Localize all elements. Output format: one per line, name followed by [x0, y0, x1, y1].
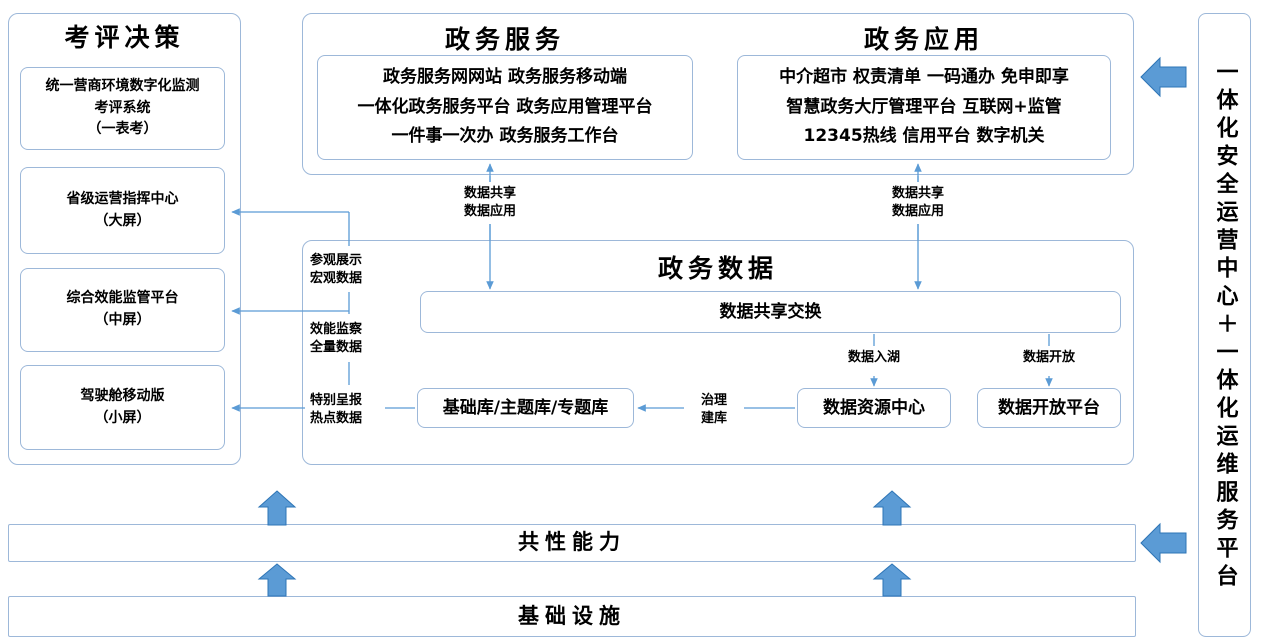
resource-center-box[interactable]: 数据资源中心 [797, 388, 951, 428]
trunk-mask-b [305, 315, 395, 361]
data-exchange-label: 数据共享交换 [719, 301, 822, 322]
gov-app-title: 政务应用 [863, 25, 984, 54]
trunk-mask-d [438, 182, 542, 224]
block-arrow-left-bottom [1140, 522, 1187, 564]
block-arrow-up-left-1 [257, 490, 297, 526]
trunk-mask-g [834, 346, 914, 376]
resource-center-label: 数据资源中心 [823, 397, 925, 418]
left-item-2-label: 综合效能监管平台 （中屏） [66, 290, 179, 328]
trunk-mask-f [684, 388, 744, 428]
edge-label-visit-macro-fg: 参观展示 宏观数据 [310, 253, 363, 286]
infrastructure-label: 基础设施 [518, 603, 626, 628]
open-platform-label: 数据开放平台 [998, 397, 1100, 418]
trunk-mask-a [305, 246, 395, 292]
left-item-1-label: 省级运营指挥中心 （大屏） [66, 190, 179, 229]
gov-service-line-1: 一体化政务服务平台 政务应用管理平台 [357, 96, 653, 117]
gov-app-lines: 中介超市 权责清单 一码通办 免申即享 智慧政务大厅管理平台 互联网+监管 12… [779, 63, 1069, 152]
edge-label-share-apply-right-fg: 数据共享 数据应用 [891, 186, 944, 219]
block-arrow-up-right-2 [872, 563, 912, 597]
left-item-0-label: 统一营商环境数字化监测 考评系统 （一表考） [45, 77, 200, 138]
gov-service-lines: 政务服务网网站 政务服务移动端 一体化政务服务平台 政务应用管理平台 一件事一次… [358, 63, 653, 152]
library-label: 基础库/主题库/专题库 [442, 397, 609, 418]
edge-label-special-hot-fg: 特别呈报 热点数据 [310, 393, 363, 426]
trunk-mask-e [866, 182, 970, 224]
edge-label-efficiency-full-fg: 效能监察 全量数据 [310, 322, 363, 355]
trunk-mask-h [1009, 346, 1089, 376]
gov-service-box[interactable]: 政务服务网网站 政务服务移动端 一体化政务服务平台 政务应用管理平台 一件事一次… [317, 55, 693, 160]
block-arrow-up-right-1 [872, 490, 912, 526]
right-panel-label: 一体化安全运营中心＋一体化运维服务平台 [1212, 60, 1238, 592]
block-arrow-left-top [1140, 56, 1187, 98]
infrastructure-bar[interactable]: 基础设施 [8, 596, 1136, 637]
edge-label-data-open-fg: 数据开放 [1022, 350, 1075, 365]
right-panel-operations[interactable]: 一体化安全运营中心＋一体化运维服务平台 [1198, 13, 1251, 637]
block-arrow-up-left-2 [257, 563, 297, 597]
gov-app-line-1: 智慧政务大厅管理平台 互联网+监管 [786, 96, 1062, 117]
gov-service-line-2: 一件事一次办 政务服务工作台 [391, 126, 619, 147]
gov-app-line-2: 12345热线 信用平台 数字机关 [803, 126, 1045, 147]
gov-app-box[interactable]: 中介超市 权责清单 一码通办 免申即享 智慧政务大厅管理平台 互联网+监管 12… [737, 55, 1111, 160]
trunk-mask-c [305, 386, 385, 430]
left-panel-title: 考评决策 [64, 23, 185, 52]
left-item-3[interactable]: 驾驶舱移动版 （小屏） [20, 365, 225, 450]
library-box[interactable]: 基础库/主题库/专题库 [417, 388, 634, 428]
common-capability-bar[interactable]: 共性能力 [8, 524, 1136, 562]
left-item-1[interactable]: 省级运营指挥中心 （大屏） [20, 167, 225, 254]
left-item-0[interactable]: 统一营商环境数字化监测 考评系统 （一表考） [20, 67, 225, 150]
left-item-2[interactable]: 综合效能监管平台 （中屏） [20, 268, 225, 352]
gov-service-line-0: 政务服务网网站 政务服务移动端 [383, 66, 627, 87]
gov-data-title: 政务数据 [657, 254, 778, 283]
edge-label-data-lake-fg: 数据入湖 [847, 350, 900, 365]
common-capability-label: 共性能力 [518, 530, 626, 555]
open-platform-box[interactable]: 数据开放平台 [977, 388, 1121, 428]
edge-label-govern-build-fg: 治理 建库 [700, 393, 727, 426]
gov-app-line-0: 中介超市 权责清单 一码通办 免申即享 [779, 66, 1069, 87]
edge-label-share-apply-left-fg: 数据共享 数据应用 [463, 186, 516, 219]
left-item-3-label: 驾驶舱移动版 （小屏） [80, 387, 165, 426]
gov-service-title: 政务服务 [444, 25, 565, 54]
data-exchange-box[interactable]: 数据共享交换 [420, 291, 1121, 333]
